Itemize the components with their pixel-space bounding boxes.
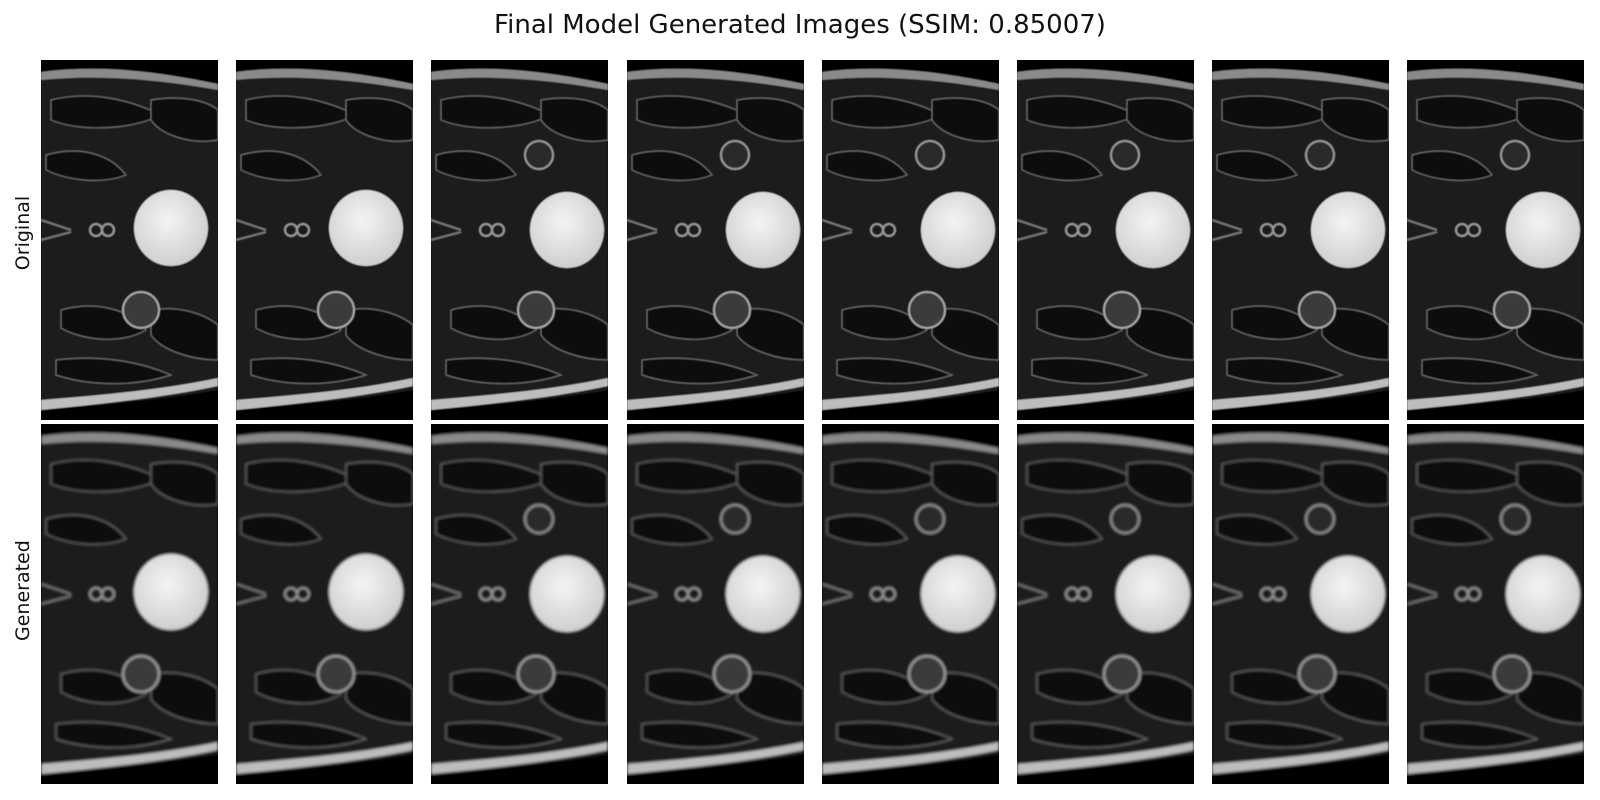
mri-slice-image	[236, 60, 413, 420]
generated-slice-2	[236, 424, 413, 784]
original-slice-2	[236, 60, 413, 420]
generated-slice-4	[627, 424, 804, 784]
original-slice-7	[1212, 60, 1389, 420]
original-slice-6	[1017, 60, 1194, 420]
original-slice-8	[1407, 60, 1584, 420]
generated-slice-3	[431, 424, 608, 784]
original-slice-3	[431, 60, 608, 420]
original-slice-4	[627, 60, 804, 420]
figure-title: Final Model Generated Images (SSIM: 0.85…	[494, 10, 1106, 40]
generated-slice-8	[1407, 424, 1584, 784]
mri-slice-image	[1017, 60, 1194, 420]
mri-slice-image	[627, 60, 804, 420]
mri-slice-image	[1212, 60, 1389, 420]
generated-slice-6	[1017, 424, 1194, 784]
mri-slice-image	[1407, 424, 1584, 784]
mri-slice-image	[1407, 60, 1584, 420]
mri-slice-image	[1017, 424, 1194, 784]
mri-slice-image	[431, 60, 608, 420]
mri-slice-image	[41, 60, 218, 420]
generated-slice-7	[1212, 424, 1389, 784]
mri-slice-image	[41, 424, 218, 784]
mri-slice-image	[1212, 424, 1389, 784]
mri-slice-image	[236, 424, 413, 784]
generated-slice-1	[41, 424, 218, 784]
mri-slice-image	[627, 424, 804, 784]
original-slice-5	[822, 60, 999, 420]
mri-slice-image	[431, 424, 608, 784]
original-slice-1	[41, 60, 218, 420]
mri-slice-image	[822, 424, 999, 784]
mri-slice-image	[822, 60, 999, 420]
generated-slice-5	[822, 424, 999, 784]
